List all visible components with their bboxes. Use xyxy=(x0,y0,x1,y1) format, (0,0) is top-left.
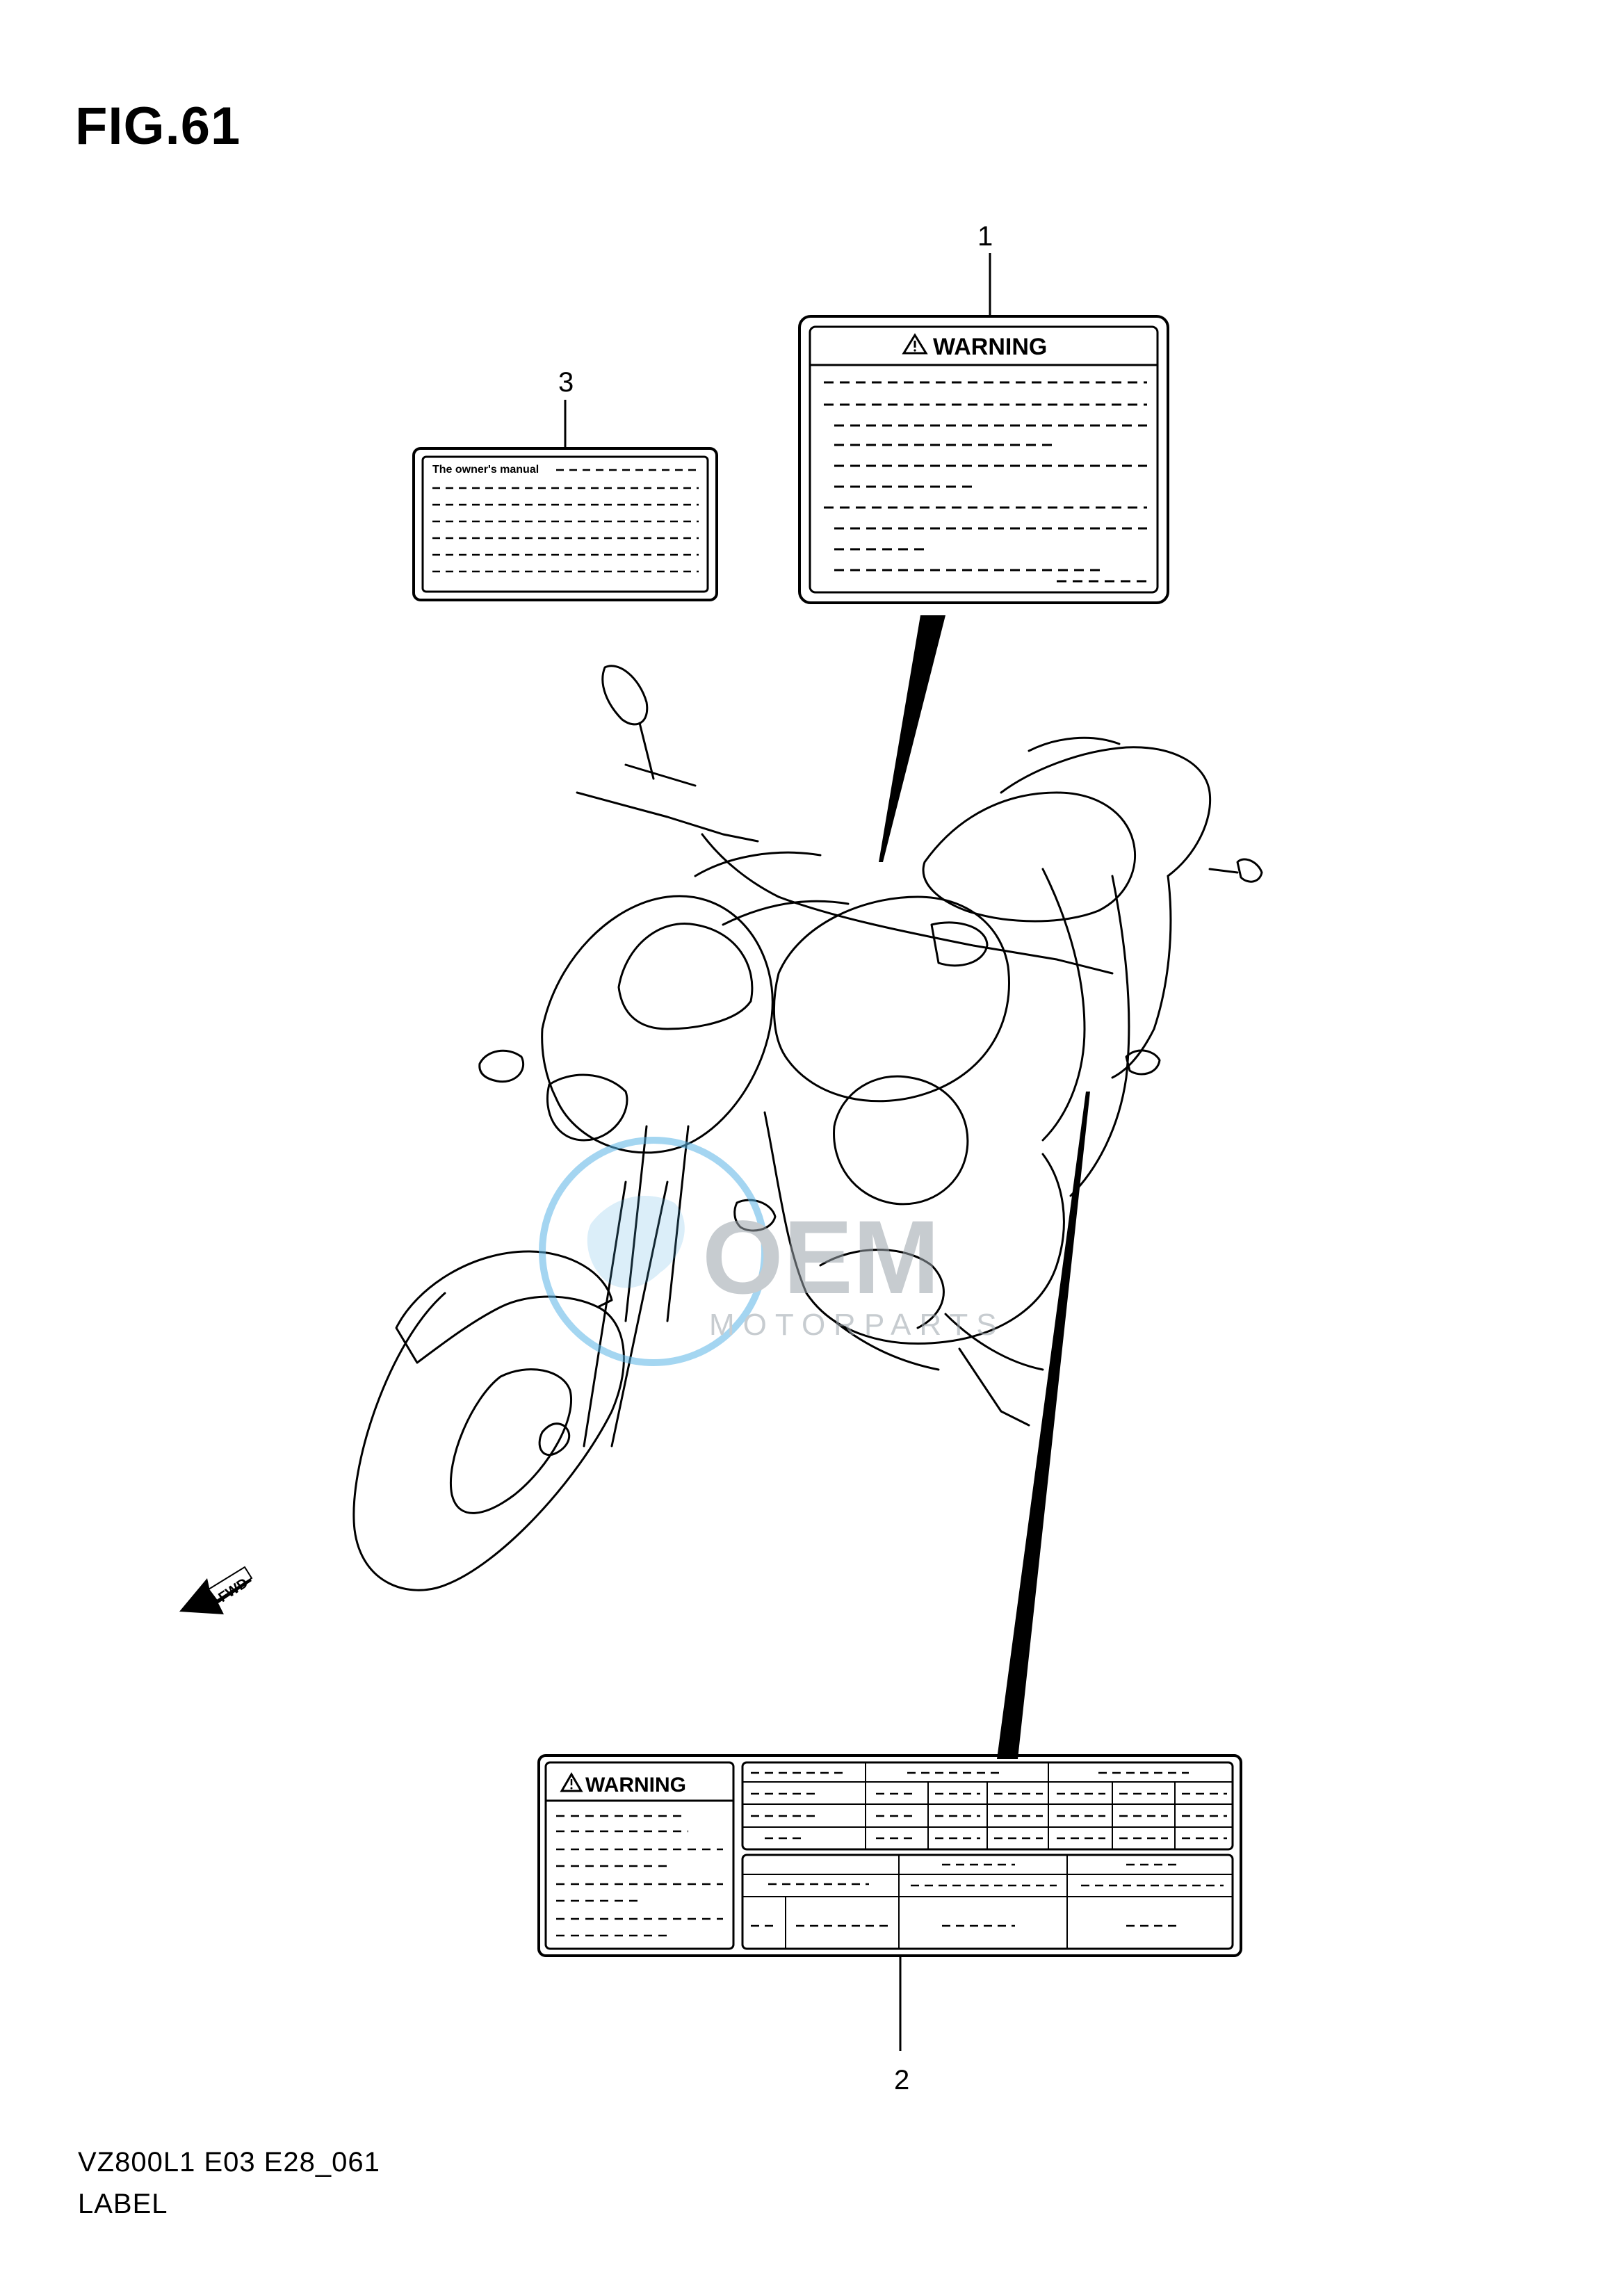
label1-heading: WARNING xyxy=(933,334,1047,360)
callout-1: 1 xyxy=(977,221,993,252)
motorcycle-drawing xyxy=(352,665,1263,1591)
owners-manual-label-3: The owner's manual xyxy=(412,400,718,601)
callout-2: 2 xyxy=(894,2065,910,2095)
leader-wedge-2 xyxy=(997,1092,1090,1759)
watermark-logo: OEM MOTORPARTS xyxy=(539,1137,1005,1366)
fwd-arrow-icon: FWD xyxy=(179,1566,253,1614)
warning-triangle-icon xyxy=(902,333,928,355)
warning-label-2: WARNING xyxy=(537,1754,1242,2051)
label2-heading: WARNING xyxy=(585,1774,686,1797)
label3-heading: The owner's manual xyxy=(432,464,539,476)
callout-3: 3 xyxy=(558,367,574,398)
warning-label-1: WARNING xyxy=(798,253,1169,604)
figure-title: FIG.61 xyxy=(75,97,241,156)
diagram-caption: LABEL xyxy=(78,2189,168,2219)
leader-wedge-1 xyxy=(879,615,945,862)
svg-text:OEM: OEM xyxy=(702,1199,940,1315)
warning-triangle-icon xyxy=(560,1772,583,1792)
watermark-text: MOTORPARTS xyxy=(709,1308,1005,1342)
diagram-code: VZ800L1 E03 E28_061 xyxy=(78,2147,380,2178)
